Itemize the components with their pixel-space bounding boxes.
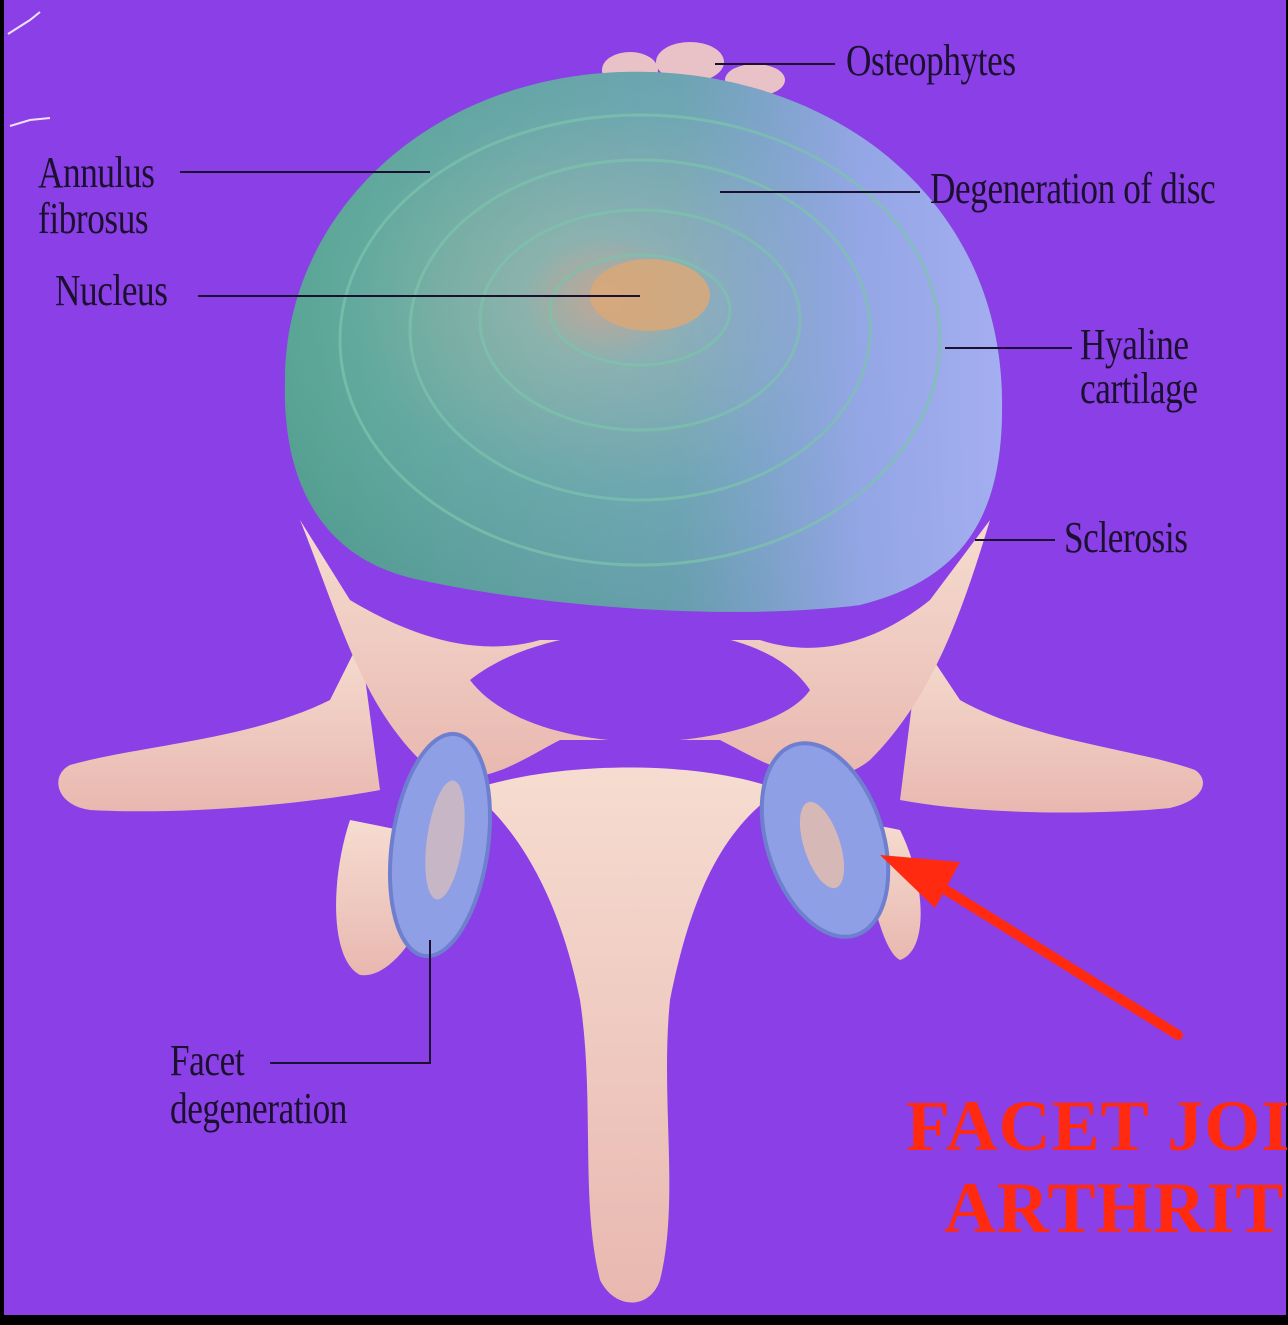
label-degeneration-of-disc: Degeneration of disc <box>930 166 1215 212</box>
label-facet-line1: Facet <box>170 1038 244 1084</box>
highlight-line2: ARTHRIT <box>944 1172 1285 1244</box>
label-hyaline-line2: cartilage <box>1080 366 1198 412</box>
label-annulus-line2: fibrosus <box>38 196 148 242</box>
label-nucleus: Nucleus <box>55 268 168 314</box>
label-sclerosis: Sclerosis <box>1064 515 1188 561</box>
label-hyaline-line1: Hyaline <box>1080 322 1189 368</box>
label-osteophytes: Osteophytes <box>846 38 1016 84</box>
label-facet-line2: degeneration <box>170 1086 347 1132</box>
label-annulus-line1: Annulus <box>38 150 155 196</box>
highlight-line1: FACET JOI <box>906 1090 1288 1162</box>
